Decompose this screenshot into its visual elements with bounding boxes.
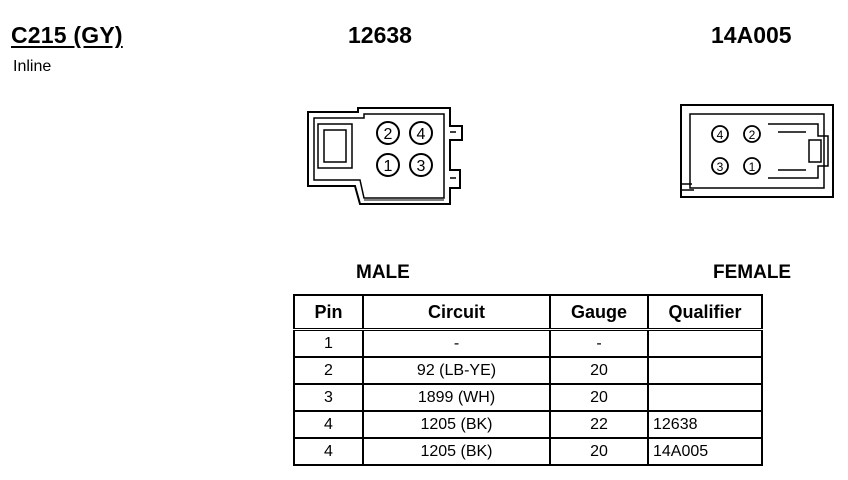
male-pin-3: 3: [409, 153, 433, 177]
cell-qualifier: [647, 328, 763, 358]
female-pin-3: 3: [711, 157, 729, 175]
male-pin-2: 2: [376, 121, 400, 145]
header-gauge: Gauge: [549, 294, 649, 331]
svg-text:2: 2: [384, 126, 393, 143]
pin-table: Pin Circuit Gauge Qualifier 1 - - 2 92 (…: [293, 294, 763, 466]
connector-id: C215 (GY): [11, 22, 123, 48]
cell-pin: 2: [293, 356, 364, 385]
connector-type: Inline: [13, 58, 52, 75]
male-label: MALE: [356, 262, 410, 283]
cell-qualifier: 12638: [647, 410, 763, 439]
male-latch: [317, 123, 353, 169]
male-connector-inner-outline: [313, 113, 445, 199]
svg-text:4: 4: [717, 128, 724, 142]
female-connector-outline: [680, 104, 834, 198]
svg-text:3: 3: [417, 158, 426, 175]
female-connector-inner-outline: [689, 113, 825, 189]
table-row: 2 92 (LB-YE) 20: [293, 356, 763, 385]
cell-circuit: -: [362, 328, 551, 358]
table-row: 1 - -: [293, 328, 763, 358]
cell-pin: 4: [293, 410, 364, 439]
male-pin-1: 1: [376, 153, 400, 177]
cell-circuit: 1899 (WH): [362, 383, 551, 412]
cell-gauge: -: [549, 328, 649, 358]
header-qualifier: Qualifier: [647, 294, 763, 331]
cell-qualifier: [647, 383, 763, 412]
male-connector-outline: [307, 107, 463, 205]
cell-qualifier: 14A005: [647, 437, 763, 466]
cell-gauge: 20: [549, 356, 649, 385]
female-pin-4: 4: [711, 125, 729, 143]
pin-table-header: Pin Circuit Gauge Qualifier: [293, 294, 763, 331]
cell-qualifier: [647, 356, 763, 385]
header-circuit: Circuit: [362, 294, 551, 331]
cell-circuit: 92 (LB-YE): [362, 356, 551, 385]
male-part-number: 12638: [348, 22, 412, 48]
female-latch: [768, 123, 829, 179]
svg-text:4: 4: [417, 126, 426, 143]
male-connector-diagram: 2 4 1 3: [307, 107, 463, 205]
svg-text:1: 1: [749, 160, 756, 174]
cell-gauge: 20: [549, 437, 649, 466]
table-row: 3 1899 (WH) 20: [293, 383, 763, 412]
female-connector-diagram: 4 2 3 1: [680, 104, 834, 198]
svg-text:2: 2: [749, 128, 756, 142]
cell-circuit: 1205 (BK): [362, 410, 551, 439]
cell-pin: 4: [293, 437, 364, 466]
cell-pin: 1: [293, 328, 364, 358]
female-pin-1: 1: [743, 157, 761, 175]
cell-pin: 3: [293, 383, 364, 412]
header-pin: Pin: [293, 294, 364, 331]
male-pin-4: 4: [409, 121, 433, 145]
cell-circuit: 1205 (BK): [362, 437, 551, 466]
table-row: 4 1205 (BK) 20 14A005: [293, 437, 763, 466]
female-pin-2: 2: [743, 125, 761, 143]
svg-text:1: 1: [384, 158, 393, 175]
female-part-number: 14A005: [711, 22, 792, 48]
cell-gauge: 20: [549, 383, 649, 412]
female-label: FEMALE: [713, 262, 792, 283]
cell-gauge: 22: [549, 410, 649, 439]
svg-text:3: 3: [717, 160, 724, 174]
table-row: 4 1205 (BK) 22 12638: [293, 410, 763, 439]
